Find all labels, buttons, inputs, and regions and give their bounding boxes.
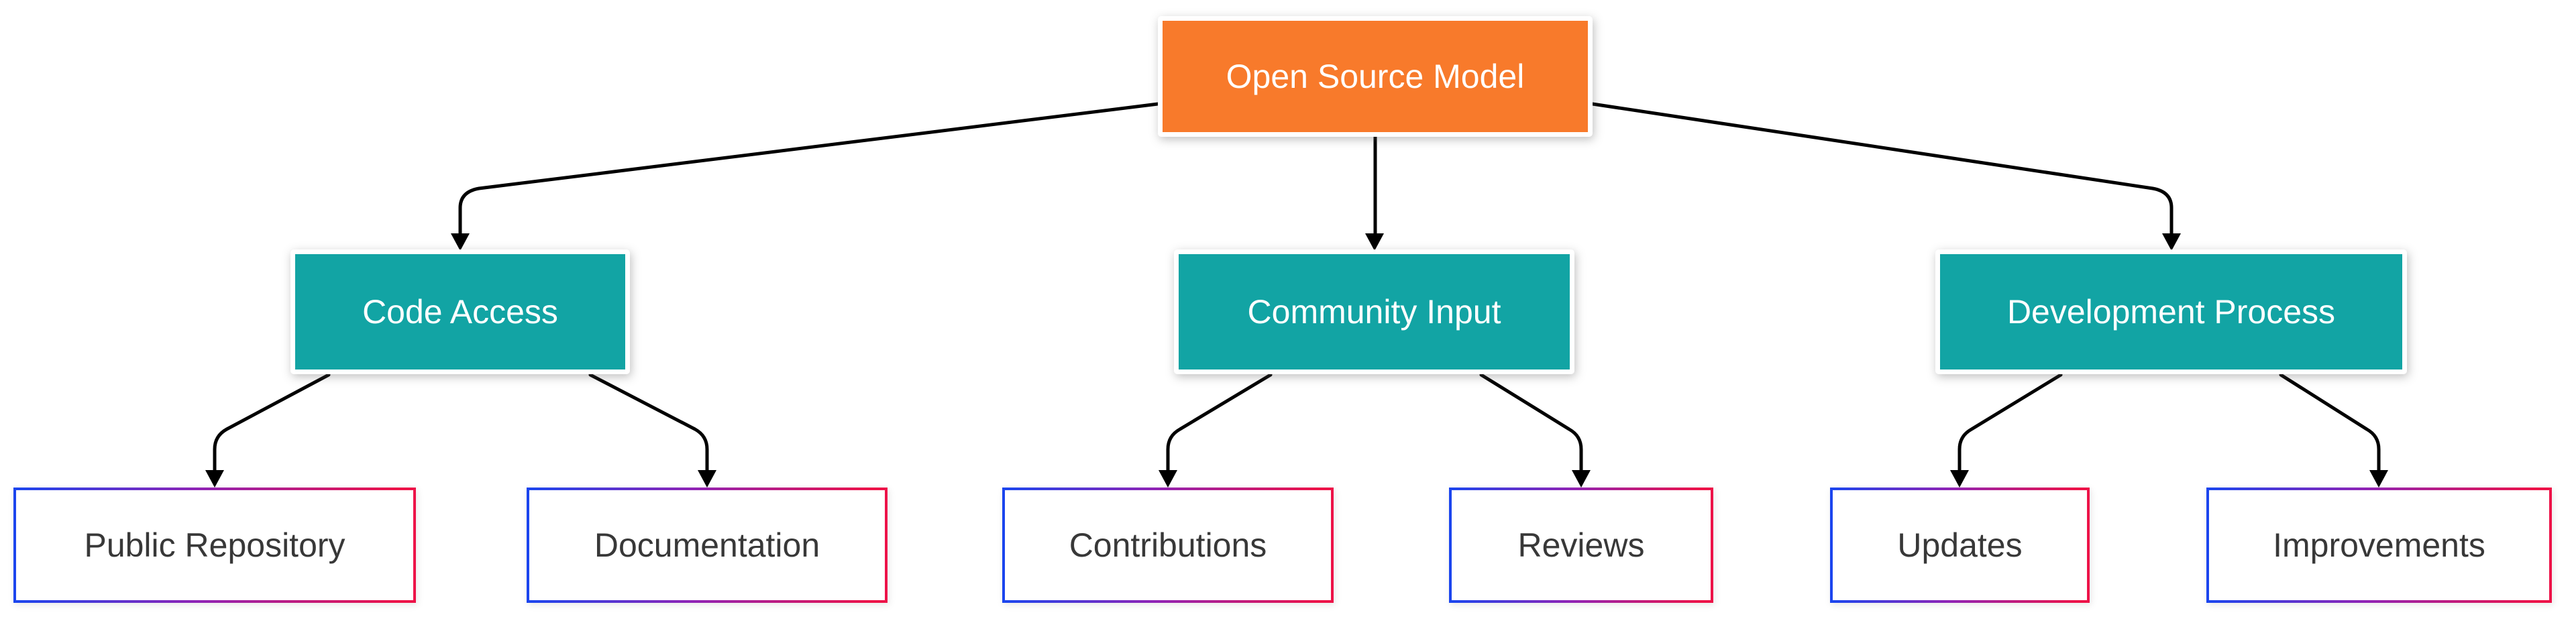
edge-code-access-to-public-repository (213, 373, 331, 472)
node-label: Contributions (1069, 526, 1267, 564)
arrowhead-icon (1950, 470, 1969, 488)
node-code-access: Code Access (290, 249, 630, 374)
node-label: Code Access (362, 293, 558, 331)
node-label: Development Process (2006, 293, 2336, 331)
arrowhead-icon (1572, 470, 1591, 488)
node-contributions: Contributions (1002, 488, 1334, 603)
node-label: Reviews (1517, 526, 1645, 564)
arrowhead-icon (2369, 470, 2388, 488)
arrowhead-icon (698, 470, 716, 488)
arrowhead-icon (205, 470, 224, 488)
node-open-source-model: Open Source Model (1158, 16, 1593, 137)
edge-community-input-to-contributions (1166, 373, 1273, 472)
node-updates: Updates (1830, 488, 2090, 603)
node-label: Documentation (594, 526, 820, 564)
edge-root-to-development-process (1591, 102, 2174, 237)
arrowhead-icon (1159, 470, 1177, 488)
arrowhead-icon (451, 233, 470, 251)
node-label: Updates (1897, 526, 2023, 564)
node-improvements: Improvements (2206, 488, 2552, 603)
arrowhead-icon (1365, 233, 1384, 251)
node-label: Open Source Model (1226, 58, 1525, 95)
node-label: Improvements (2273, 526, 2485, 564)
edge-community-input-to-reviews (1479, 373, 1583, 472)
node-reviews: Reviews (1449, 488, 1713, 603)
node-documentation: Documentation (527, 488, 888, 603)
node-community-input: Community Input (1174, 249, 1574, 374)
node-label: Public Repository (84, 526, 345, 564)
edge-development-process-to-improvements (2279, 373, 2381, 472)
node-development-process: Development Process (1935, 249, 2407, 374)
edge-code-access-to-documentation (588, 373, 709, 472)
node-public-repository: Public Repository (13, 488, 416, 603)
edge-root-to-code-access (458, 102, 1160, 237)
node-label: Community Input (1247, 293, 1501, 331)
arrowhead-icon (2162, 233, 2181, 251)
edge-development-process-to-updates (1957, 373, 2063, 472)
